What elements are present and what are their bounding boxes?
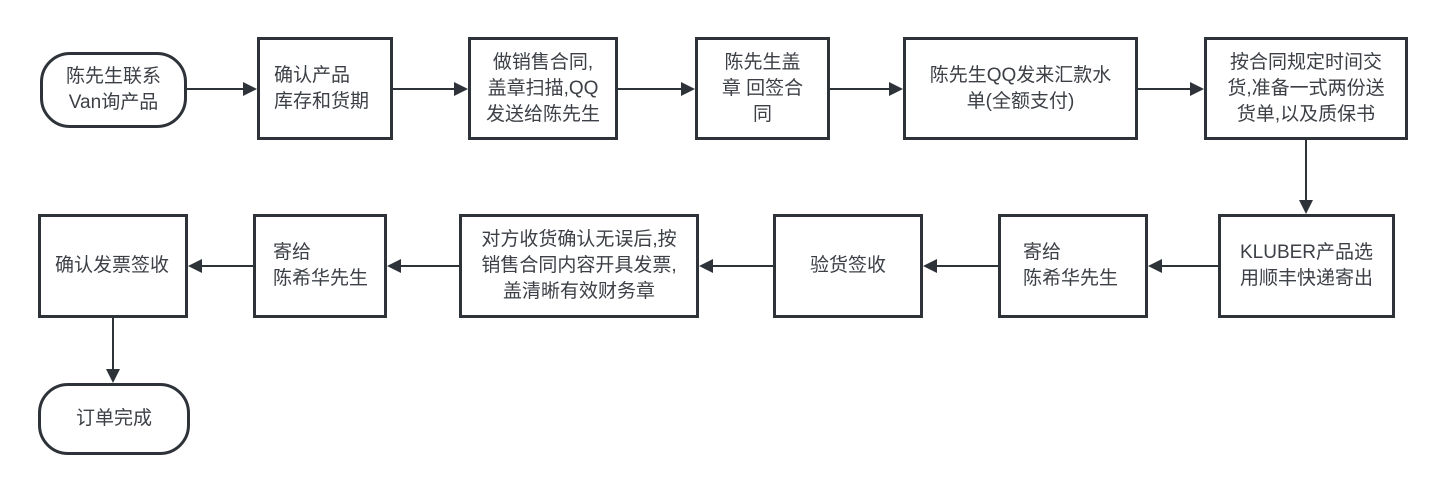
arrow-right-icon [618, 81, 695, 97]
arrow-right-icon [1138, 81, 1204, 97]
flow-node-start: 陈先生联系 Van询产品 [40, 52, 187, 128]
arrow-left-icon [923, 258, 998, 274]
node-text-line: 陈希华先生 [273, 268, 369, 289]
node-text-line: 发送给陈先生 [485, 103, 600, 125]
node-text-line: 陈希华先生 [1023, 268, 1119, 289]
node-text-line: 盖清晰有效财务章 [502, 281, 655, 302]
node-text-line: KLUBER产品选 [1239, 242, 1374, 263]
node-text-line: 寄给 [1023, 242, 1062, 263]
node-text-line: 订单完成 [75, 408, 152, 429]
flow-node-ship-sf-express: KLUBER产品选 用顺丰快递寄出 [1218, 214, 1395, 318]
flow-node-customer-stamp-sign: 陈先生盖 章 回签合 同 [695, 37, 830, 140]
arrow-right-icon [393, 81, 468, 97]
arrow-down-icon [1298, 140, 1314, 214]
arrow-left-icon [1148, 258, 1218, 274]
flow-node-confirm-stock: 确认产品 库存和货期 [257, 37, 393, 140]
node-text-line: 货,准备一式两份送 [1227, 77, 1385, 99]
node-text-line: 单(全额支付) [966, 90, 1075, 112]
node-text-line: 库存和货期 [274, 90, 370, 112]
node-text-line: 销售合同内容开具发票, [481, 255, 677, 276]
node-text-line: 寄给 [273, 242, 312, 263]
node-text-line: 货单,以及质保书 [1236, 103, 1376, 125]
node-text-line: Van询产品 [68, 92, 159, 113]
node-text-line: 按合同规定时间交 [1229, 51, 1382, 73]
node-text-line: 验货签收 [809, 255, 886, 276]
node-text-line: 章 回签合 [721, 77, 804, 99]
flow-node-issue-invoice: 对方收货确认无误后,按 销售合同内容开具发票, 盖清晰有效财务章 [459, 214, 699, 318]
flow-node-send-to-chenxihua-2: 寄给 陈希华先生 [253, 214, 387, 318]
flow-node-delivery-prep: 按合同规定时间交 货,准备一式两份送 货单,以及质保书 [1204, 37, 1408, 140]
flow-node-inspect-and-sign: 验货签收 [773, 214, 923, 318]
node-text-line: 做销售合同, [492, 51, 594, 73]
arrow-left-icon [387, 258, 459, 274]
flow-node-confirm-invoice-receipt: 确认发票签收 [38, 214, 188, 318]
node-text-line: 对方收货确认无误后,按 [481, 229, 677, 250]
node-text-line: 陈先生联系 [65, 66, 161, 87]
node-text-line: 确认发票签收 [55, 255, 170, 276]
flow-node-send-to-chenxihua-1: 寄给 陈希华先生 [998, 214, 1148, 318]
node-text-line: 盖章扫描,QQ [487, 77, 599, 99]
node-text-line: 用顺丰快递寄出 [1239, 268, 1373, 289]
node-text-line: 确认产品 [274, 64, 351, 86]
node-text-line: 同 [752, 103, 772, 125]
flow-node-make-contract: 做销售合同, 盖章扫描,QQ 发送给陈先生 [468, 37, 618, 140]
arrow-right-icon [187, 81, 257, 97]
arrow-down-icon [105, 318, 121, 383]
node-text-line: 陈先生QQ发来汇款水 [929, 64, 1112, 86]
node-text-line: 陈先生盖 [724, 51, 801, 73]
arrow-left-icon [699, 258, 773, 274]
flow-node-payment-slip: 陈先生QQ发来汇款水 单(全额支付) [903, 37, 1138, 140]
arrow-left-icon [188, 258, 253, 274]
arrow-right-icon [830, 81, 903, 97]
flow-node-order-complete: 订单完成 [38, 383, 190, 455]
